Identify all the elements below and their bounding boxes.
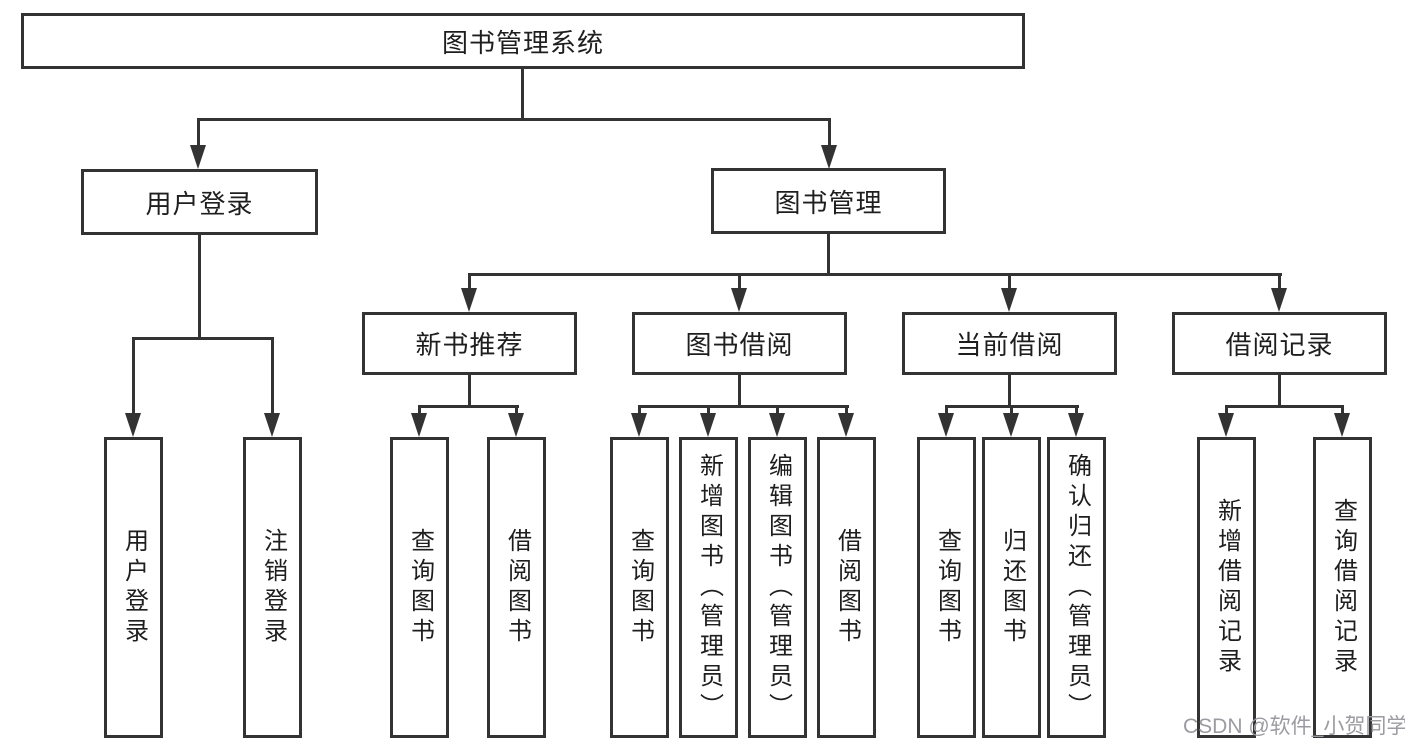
connector-line: [845, 405, 848, 413]
connector-line: [198, 235, 201, 337]
leaf-query-books-current: 查询图书: [917, 437, 976, 738]
leaf-return-book-label: 归还图书: [998, 527, 1026, 648]
leaf-query-books-recommend: 查询图书: [390, 437, 449, 738]
node-current-borrow-label: 当前借阅: [955, 330, 1064, 360]
arrow-head: [1001, 288, 1017, 312]
leaf-borrow-books-2-label: 借阅图书: [833, 527, 861, 648]
connector-line: [271, 337, 274, 413]
connector-line: [1008, 375, 1011, 405]
csdn-watermark: CSDN @软件_小贺同学: [1183, 715, 1405, 738]
leaf-query-books-borrow: 查询图书: [610, 437, 669, 738]
leaf-borrow-books-recommend: 借阅图书: [487, 437, 546, 738]
connector-line: [638, 405, 849, 408]
connector-line: [468, 375, 471, 405]
node-current-borrow: 当前借阅: [902, 312, 1117, 375]
node-book-borrow: 图书借阅: [632, 312, 847, 375]
leaf-add-borrow-record: 新增借阅记录: [1197, 437, 1256, 738]
connector-line: [197, 118, 200, 145]
arrow-head: [1271, 288, 1287, 312]
leaf-user-login-label: 用户登录: [120, 527, 148, 648]
connector-line: [1225, 405, 1344, 408]
connector-line: [468, 273, 471, 288]
arrow-head: [264, 413, 280, 437]
leaf-query-borrow-record: 查询借阅记录: [1313, 437, 1372, 738]
leaf-confirm-return-admin-label: 确认归还（管理员）: [1063, 452, 1091, 723]
arrow-head: [631, 413, 647, 437]
arrow-head: [508, 413, 524, 437]
leaf-add-book-admin-label: 新增图书（管理员）: [695, 452, 723, 723]
arrow-head: [1003, 413, 1019, 437]
connector-line: [827, 234, 830, 273]
connector-line: [132, 337, 274, 340]
node-new-book-recommend-label: 新书推荐: [415, 330, 524, 360]
leaf-confirm-return-admin: 确认归还（管理员）: [1047, 437, 1106, 738]
leaf-add-book-admin: 新增图书（管理员）: [679, 437, 738, 738]
arrow-head: [1068, 413, 1084, 437]
leaf-query-books-current-label: 查询图书: [933, 527, 961, 648]
connector-line: [468, 273, 1282, 276]
node-book-management-label: 图书管理: [774, 187, 883, 218]
leaf-borrow-books-2: 借阅图书: [817, 437, 876, 738]
arrow-head: [938, 413, 954, 437]
connector-line: [132, 337, 135, 413]
connector-line: [1225, 405, 1228, 413]
arrow-head: [1218, 413, 1234, 437]
node-user-login: 用户登录: [81, 169, 318, 235]
connector-line: [1008, 273, 1011, 288]
leaf-user-login: 用户登录: [104, 437, 163, 738]
arrow-head: [731, 288, 747, 312]
arrow-head: [190, 145, 206, 169]
leaf-add-borrow-record-label: 新增借阅记录: [1213, 497, 1241, 678]
leaf-edit-book-admin-label: 编辑图书（管理员）: [764, 452, 792, 723]
connector-line: [738, 375, 741, 405]
connector-line: [418, 405, 421, 413]
connector-line: [1075, 405, 1078, 413]
node-root-label: 图书管理系统: [441, 27, 604, 58]
node-book-borrow-label: 图书借阅: [685, 330, 794, 360]
node-book-management: 图书管理: [711, 168, 946, 234]
arrow-head: [125, 413, 141, 437]
connector-line: [776, 405, 779, 413]
arrow-head: [838, 413, 854, 437]
connector-line: [197, 118, 831, 121]
leaf-borrow-books-recommend-label: 借阅图书: [503, 527, 531, 648]
arrow-head: [1334, 413, 1350, 437]
connector-line: [1341, 405, 1344, 413]
node-user-login-label: 用户登录: [145, 188, 254, 219]
arrow-head: [769, 413, 785, 437]
arrow-head: [411, 413, 427, 437]
arrow-head: [700, 413, 716, 437]
connector-line: [418, 405, 519, 408]
connector-line: [707, 405, 710, 413]
leaf-query-books-recommend-label: 查询图书: [406, 527, 434, 648]
node-borrow-records-label: 借阅记录: [1225, 330, 1334, 360]
connector-line: [1278, 273, 1281, 288]
connector-line: [828, 118, 831, 145]
connector-line: [1278, 375, 1281, 405]
node-new-book-recommend: 新书推荐: [362, 312, 577, 375]
leaf-logout-label: 注销登录: [259, 527, 287, 648]
connector-line: [1010, 405, 1013, 413]
connector-line: [945, 405, 948, 413]
connector-line: [738, 273, 741, 288]
leaf-return-book: 归还图书: [982, 437, 1041, 738]
leaf-query-books-borrow-label: 查询图书: [626, 527, 654, 648]
arrow-head: [461, 288, 477, 312]
connector-line: [521, 69, 524, 118]
leaf-edit-book-admin: 编辑图书（管理员）: [748, 437, 807, 738]
node-borrow-records: 借阅记录: [1172, 312, 1387, 375]
leaf-query-borrow-record-label: 查询借阅记录: [1329, 497, 1357, 678]
arrow-head: [821, 145, 837, 169]
connector-line: [638, 405, 641, 413]
node-root: 图书管理系统: [21, 13, 1025, 69]
leaf-logout: 注销登录: [243, 437, 302, 738]
connector-line: [515, 405, 518, 413]
